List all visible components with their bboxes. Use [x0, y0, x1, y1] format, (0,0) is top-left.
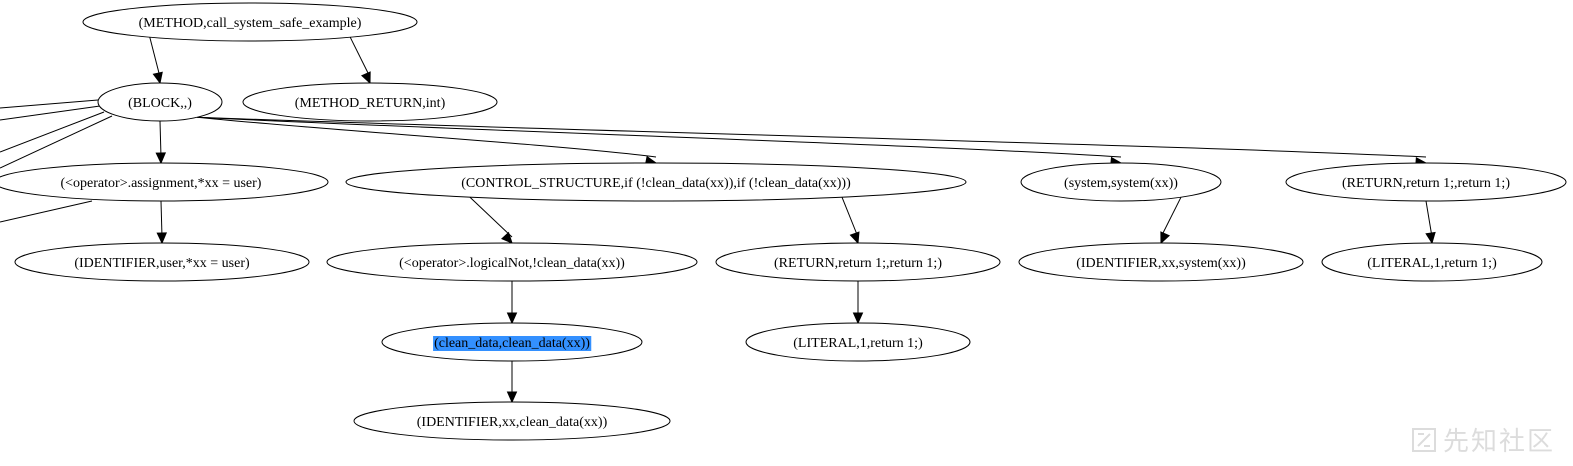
node-identifier-xx-system-xx[interactable]: (IDENTIFIER,xx,system(xx))	[1018, 242, 1304, 282]
xianzhi-logo-icon	[1411, 427, 1436, 452]
edge-line	[197, 116, 1122, 158]
edge-line	[1425, 200, 1433, 238]
node-label: (METHOD,call_system_safe_example)	[139, 16, 362, 31]
arrowhead	[506, 391, 518, 404]
node-ellipse	[1321, 242, 1543, 282]
node-method-return-int[interactable]: (METHOD_RETURN,int)	[242, 82, 498, 122]
edge-n9-n13	[506, 281, 518, 325]
edges-layer	[0, 36, 1436, 404]
offscreen-edge-4	[0, 115, 113, 169]
node-label: (<operator>.logicalNot,!clean_data(xx))	[399, 256, 625, 271]
node-ellipse	[82, 2, 418, 42]
arrowhead	[1425, 231, 1436, 245]
node-literal-1-return-1[interactable]: (LITERAL,1,return 1;)	[1321, 242, 1543, 282]
arrowhead	[360, 71, 371, 85]
node-return-return-1-return-1[interactable]: (RETURN,return 1;,return 1;)	[715, 242, 1001, 282]
arrowhead	[156, 232, 168, 245]
node-label: (LITERAL,1,return 1;)	[1367, 256, 1497, 271]
node-method-call-system-safe-example[interactable]: (METHOD,call_system_safe_example)	[82, 2, 418, 42]
node-ellipse	[715, 242, 1001, 282]
edge-n2-n4	[155, 120, 167, 165]
edge-n2-n7	[197, 116, 1428, 168]
edge-line	[841, 197, 859, 238]
edge-n13-n15	[506, 361, 518, 404]
offscreen-edge-5	[0, 200, 93, 223]
offscreen-edge-3	[0, 111, 105, 153]
node-label: (system,system(xx))	[1064, 176, 1178, 191]
edge-n10-n14	[852, 281, 864, 325]
edge-n6-n11	[1160, 196, 1182, 245]
watermark: 先知社区	[1411, 421, 1555, 458]
selection-highlight	[433, 336, 592, 351]
node-label: (LITERAL,1,return 1;)	[793, 336, 923, 351]
edge-n5-n9	[469, 196, 513, 244]
node-ellipse	[1018, 242, 1304, 282]
edge-line	[160, 200, 163, 238]
node-ellipse	[745, 322, 971, 362]
node-ellipse	[345, 162, 967, 202]
arrowhead	[501, 231, 513, 244]
node-label: (RETURN,return 1;,return 1;)	[774, 256, 942, 271]
node-label: (METHOD_RETURN,int)	[295, 96, 446, 111]
node-identifier-user-xx-user[interactable]: (IDENTIFIER,user,*xx = user)	[14, 242, 310, 282]
watermark-text: 先知社区	[1442, 427, 1555, 457]
edge-n7-n12	[1425, 200, 1436, 245]
node-ellipse	[0, 162, 329, 202]
offscreen-edge-2	[0, 105, 101, 121]
node-clean-data-clean-data-xx[interactable]: (clean_data,clean_data(xx))	[381, 322, 643, 362]
node-ellipse	[14, 242, 310, 282]
arrowhead	[1160, 231, 1171, 245]
node-label: (IDENTIFIER,xx,system(xx))	[1076, 256, 1246, 271]
edge-line	[349, 36, 371, 78]
edge-line	[159, 120, 162, 158]
node-ellipse	[97, 82, 223, 122]
node-identifier-xx-clean-data-xx[interactable]: (IDENTIFIER,xx,clean_data(xx))	[353, 401, 671, 441]
edge-n1-n3	[349, 36, 371, 85]
node-literal-1-return-1[interactable]: (LITERAL,1,return 1;)	[745, 322, 971, 362]
node-label: (clean_data,clean_data(xx))	[434, 336, 590, 351]
node-label: (IDENTIFIER,user,*xx = user)	[74, 256, 250, 271]
edge-line	[1160, 196, 1182, 238]
node-block[interactable]: (BLOCK,,)	[97, 82, 223, 122]
edge-n1-n2	[149, 37, 163, 85]
node-label: (RETURN,return 1;,return 1;)	[1342, 176, 1510, 191]
node-operator-assignment-xx-user[interactable]: (<operator>.assignment,*xx = user)	[0, 162, 329, 202]
arrowhead	[849, 231, 860, 245]
node-return-return-1-return-1[interactable]: (RETURN,return 1;,return 1;)	[1285, 162, 1567, 202]
offscreen-edge-1	[0, 99, 99, 109]
edge-n5-n10	[841, 197, 860, 245]
node-ellipse	[1020, 162, 1222, 202]
edge-line	[197, 116, 1427, 158]
node-ellipse	[353, 401, 671, 441]
arrowhead	[155, 152, 167, 165]
arrowhead	[152, 71, 163, 85]
edge-line	[469, 196, 513, 238]
node-operator-logicalnot-clean-data-xx[interactable]: (<operator>.logicalNot,!clean_data(xx))	[326, 242, 698, 282]
node-ellipse	[326, 242, 698, 282]
edge-line	[149, 37, 161, 78]
node-label: (CONTROL_STRUCTURE,if (!clean_data(xx)),…	[461, 176, 851, 191]
node-label: (<operator>.assignment,*xx = user)	[61, 176, 262, 191]
edge-n4-n8	[156, 200, 168, 245]
node-control-structure-if-clean-data-xx-if-cl[interactable]: (CONTROL_STRUCTURE,if (!clean_data(xx)),…	[345, 162, 967, 202]
node-system-system-xx[interactable]: (system,system(xx))	[1020, 162, 1222, 202]
arrowhead	[852, 312, 864, 325]
nodes-layer: (METHOD,call_system_safe_example) (BLOCK,…	[0, 2, 1567, 441]
node-label: (IDENTIFIER,xx,clean_data(xx))	[417, 415, 608, 430]
arrowhead	[506, 312, 518, 325]
node-ellipse	[242, 82, 498, 122]
edge-line	[197, 116, 657, 158]
node-ellipse	[1285, 162, 1567, 202]
node-label: (BLOCK,,)	[128, 96, 192, 111]
